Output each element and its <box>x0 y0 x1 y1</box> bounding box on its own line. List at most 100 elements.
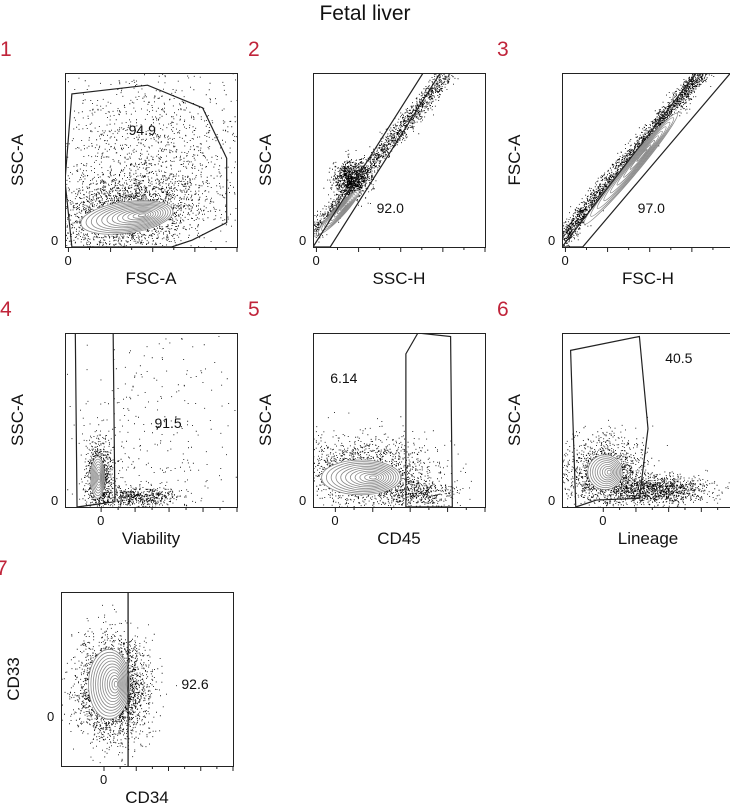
contour-line <box>340 204 346 211</box>
contour-line <box>101 205 164 229</box>
x-axis-label: FSC-H <box>622 269 674 288</box>
contour-line <box>88 649 131 720</box>
gate-percentage: 97.0 <box>637 200 665 217</box>
contour-line <box>335 464 394 491</box>
y-zero-label: 0 <box>548 232 556 248</box>
contour-line <box>592 458 620 487</box>
contour-line <box>369 475 378 480</box>
contour-line <box>97 660 126 708</box>
contour-line <box>113 680 119 688</box>
flow-plot <box>562 333 730 512</box>
contour-line <box>97 474 101 481</box>
gate[interactable] <box>74 333 116 508</box>
panel-number: 4 <box>0 298 12 321</box>
contour-line <box>109 675 121 694</box>
x-zero-label: 0 <box>331 513 339 528</box>
contour-line <box>330 462 397 493</box>
plot-frame <box>65 333 238 508</box>
contour-line <box>636 148 648 162</box>
events <box>313 412 472 508</box>
x-axis-label: Lineage <box>617 529 679 548</box>
x-axis-label: FSC-A <box>125 269 177 288</box>
x-zero-label: 0 <box>97 513 105 528</box>
contour-line <box>629 144 652 170</box>
contour-line <box>92 461 104 494</box>
events <box>562 416 730 508</box>
contour-line <box>599 464 616 481</box>
contour-line <box>106 672 122 697</box>
contour-line <box>616 135 659 186</box>
panel-number: 6 <box>497 298 509 321</box>
y-axis-label: SSC-A <box>8 134 27 186</box>
contour-line <box>116 208 157 224</box>
figure-title: Fetal liver <box>319 2 411 25</box>
contour-line <box>94 466 103 489</box>
flow-plot <box>562 73 730 252</box>
y-axis-label: SSC-A <box>256 394 275 446</box>
x-zero-label: 0 <box>100 772 108 787</box>
y-zero-label: 0 <box>299 492 307 508</box>
y-zero-label: 0 <box>299 232 307 248</box>
contour-line <box>345 467 390 488</box>
gate-percentage: 91.5 <box>154 414 182 431</box>
y-zero-label: 0 <box>47 709 55 725</box>
plot-frame <box>313 333 486 508</box>
panel-number: 2 <box>248 38 260 61</box>
y-zero-label: 0 <box>51 492 59 508</box>
plot-frame <box>562 73 730 248</box>
contour-line <box>95 657 127 711</box>
events <box>562 73 715 247</box>
contour-line <box>111 207 159 226</box>
gate[interactable] <box>65 84 228 248</box>
gate-percentage: 92.0 <box>376 200 404 217</box>
flow-plot <box>65 333 238 512</box>
contour-line <box>359 472 382 483</box>
contour-line <box>96 471 102 484</box>
contour-line <box>90 202 169 232</box>
contour-line <box>336 202 348 215</box>
contour-line <box>104 669 123 700</box>
x-axis-label: SSC-H <box>372 269 426 288</box>
flow-plot <box>313 333 486 512</box>
contour-line <box>137 213 147 218</box>
contour-line <box>95 469 102 486</box>
contour-line <box>85 201 171 234</box>
events <box>67 336 237 508</box>
contour-line <box>333 200 350 218</box>
x-axis-label: CD34 <box>125 788 169 807</box>
events <box>65 73 238 248</box>
panel-number: 3 <box>497 38 509 61</box>
y-axis-label: SSC-A <box>256 134 275 186</box>
gate-percentage: 6.14 <box>330 369 358 386</box>
contour-line <box>111 678 120 691</box>
contour-line <box>583 112 678 225</box>
gate[interactable] <box>405 333 453 508</box>
panel-number: 5 <box>248 298 260 321</box>
x-zero-label: 0 <box>561 253 569 268</box>
contour-line <box>594 460 619 485</box>
contour-line <box>122 209 154 222</box>
contour-line <box>340 465 392 489</box>
panel-number: 1 <box>0 38 12 61</box>
plot-frame <box>65 73 238 248</box>
contour-line <box>610 130 663 194</box>
contour-line <box>589 456 622 489</box>
x-zero-label: 0 <box>64 253 72 268</box>
flow-plot <box>65 73 238 252</box>
y-zero-label: 0 <box>51 232 59 248</box>
contour-line <box>623 139 656 178</box>
contour-line <box>364 473 380 481</box>
y-zero-label: 0 <box>548 492 556 508</box>
contour-line <box>93 463 103 491</box>
contour-line <box>596 121 671 209</box>
x-axis-label: Viability <box>121 529 181 548</box>
event-dots <box>313 412 472 508</box>
contour-line <box>106 206 162 227</box>
gate-percentage: 40.5 <box>665 350 693 367</box>
contour-line <box>321 192 358 231</box>
plot-frame <box>313 73 486 248</box>
x-zero-label: 0 <box>312 253 320 268</box>
contour-line <box>127 211 152 221</box>
contour-line <box>330 198 352 221</box>
